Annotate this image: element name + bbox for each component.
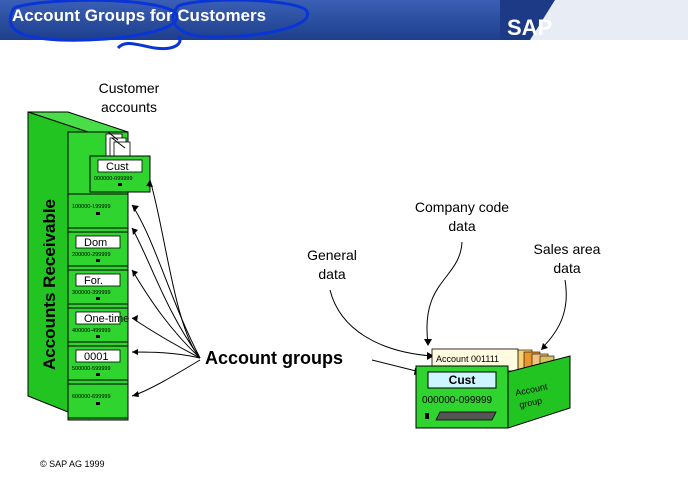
arrow-to-drawer — [131, 359, 201, 397]
copyright: © SAP AG 1999 — [40, 459, 105, 469]
drawer-face — [67, 383, 129, 419]
customer-accounts-label: Customer accounts — [80, 79, 178, 117]
drawer-range: 500000-599999 — [72, 366, 111, 372]
company-code-data-line-1: Company code — [414, 199, 510, 215]
drawer-range: 400000-499999 — [72, 328, 111, 334]
arrow-head — [146, 180, 153, 187]
drawer-handle — [96, 335, 100, 338]
annotation-stroke — [116, 34, 182, 51]
box-label-card — [427, 371, 497, 389]
arrow-heads — [132, 180, 153, 397]
arrow-to-drawer — [131, 227, 201, 359]
box-side-text-2: group — [518, 395, 543, 410]
drawer-range: 100000-199999 — [72, 204, 111, 210]
annotation-circle-left — [8, 0, 179, 42]
drawer: For. 300000-399999 — [67, 269, 129, 305]
drawer-label-card — [97, 159, 143, 173]
drawer-range: 300000-399999 — [72, 290, 111, 296]
drawer: One-time 400000-499999 — [67, 307, 129, 343]
drawer-handle — [96, 373, 100, 376]
drawer: Dom 200000-299999 — [67, 231, 129, 267]
company-code-data-line-2: data — [448, 218, 476, 234]
account-card-label: Account 001111 — [436, 354, 499, 364]
sap-logo-panel — [500, 0, 555, 40]
drawer: Cust 000000-099999 — [89, 155, 151, 193]
account-groups-label: Account groups — [205, 348, 343, 368]
drawer-label: 0001 — [84, 351, 108, 363]
drawer-label-card — [75, 311, 121, 325]
sales-area-data-line-1: Sales area — [533, 241, 601, 257]
arrow-head — [132, 349, 138, 355]
drawer-handle — [96, 212, 100, 215]
drawer-label-card — [75, 235, 121, 249]
drawer-range: 600000-699999 — [72, 394, 111, 400]
drawer-range: 200000-299999 — [72, 252, 111, 258]
drawer: 0001 500000-599999 — [67, 345, 129, 381]
header-right-fade — [530, 0, 688, 40]
arrow-sales-area-data — [541, 279, 567, 349]
cabinet-vertical-label: Accounts Receivable — [40, 199, 59, 370]
drawer-label: Cust — [106, 161, 129, 173]
sales-area-data-line-2: data — [553, 260, 581, 276]
drawer-handle — [118, 183, 122, 186]
arrow-to-drawer — [131, 269, 201, 359]
page-title: Account Groups for Customers — [12, 6, 267, 25]
box-range: 000000-099999 — [422, 395, 493, 406]
general-data-line-2: data — [318, 266, 346, 282]
general-data-label: General data — [292, 246, 372, 284]
company-code-data-label: Company code data — [398, 198, 526, 236]
arrow-head — [132, 205, 139, 212]
account-group-box: Account 001111 Cust 000000-099999 Accoun… — [415, 348, 571, 429]
arrow-customer-accounts — [107, 131, 119, 141]
customer-accounts-line-1: Customer — [98, 80, 160, 96]
drawer-handle — [96, 402, 100, 405]
customer-accounts-line-2: accounts — [100, 99, 158, 115]
arrow-head — [424, 339, 432, 346]
box-lock — [425, 413, 429, 419]
arrow-head — [132, 315, 138, 322]
general-data-line-1: General — [307, 247, 357, 263]
sap-logo: SAP — [507, 15, 552, 40]
account-group-arrows — [107, 131, 201, 397]
drawer-label-card — [75, 273, 121, 287]
arrow-company-code-data — [426, 241, 463, 345]
header-bar: SAP — [0, 0, 688, 40]
drawer-label: For. — [84, 275, 103, 287]
arrow-to-drawer — [149, 179, 201, 359]
drawer-label-card — [75, 349, 121, 363]
arrow-head — [132, 270, 138, 277]
drawer-face — [67, 193, 129, 229]
drawer: 100000-199999 — [67, 193, 129, 229]
arrow-head — [427, 352, 434, 360]
hand-annotation — [8, 0, 310, 51]
drawer-handle — [96, 259, 100, 262]
data-label-arrows — [329, 241, 567, 373]
box-label: Cust — [449, 373, 476, 387]
annotation-circle-right — [171, 0, 310, 39]
drawer-label: One-time — [84, 313, 129, 325]
arrow-head — [132, 228, 138, 235]
arrow-head — [541, 343, 548, 350]
drawer-range: 000000-099999 — [94, 176, 133, 182]
arrow-general-data — [329, 289, 433, 357]
arrow-customer-accounts — [111, 137, 126, 149]
arrow-to-drawer — [131, 204, 201, 359]
drawer-handle — [96, 297, 100, 300]
arrow-to-drawer — [131, 317, 201, 359]
sales-area-data-label: Sales area data — [518, 240, 616, 278]
drawer: 600000-699999 — [67, 383, 129, 419]
drawer-label: Dom — [84, 237, 107, 249]
arrow-head — [132, 391, 139, 397]
arrow-account-groups-to-box — [371, 359, 421, 373]
box-handle — [435, 411, 497, 421]
